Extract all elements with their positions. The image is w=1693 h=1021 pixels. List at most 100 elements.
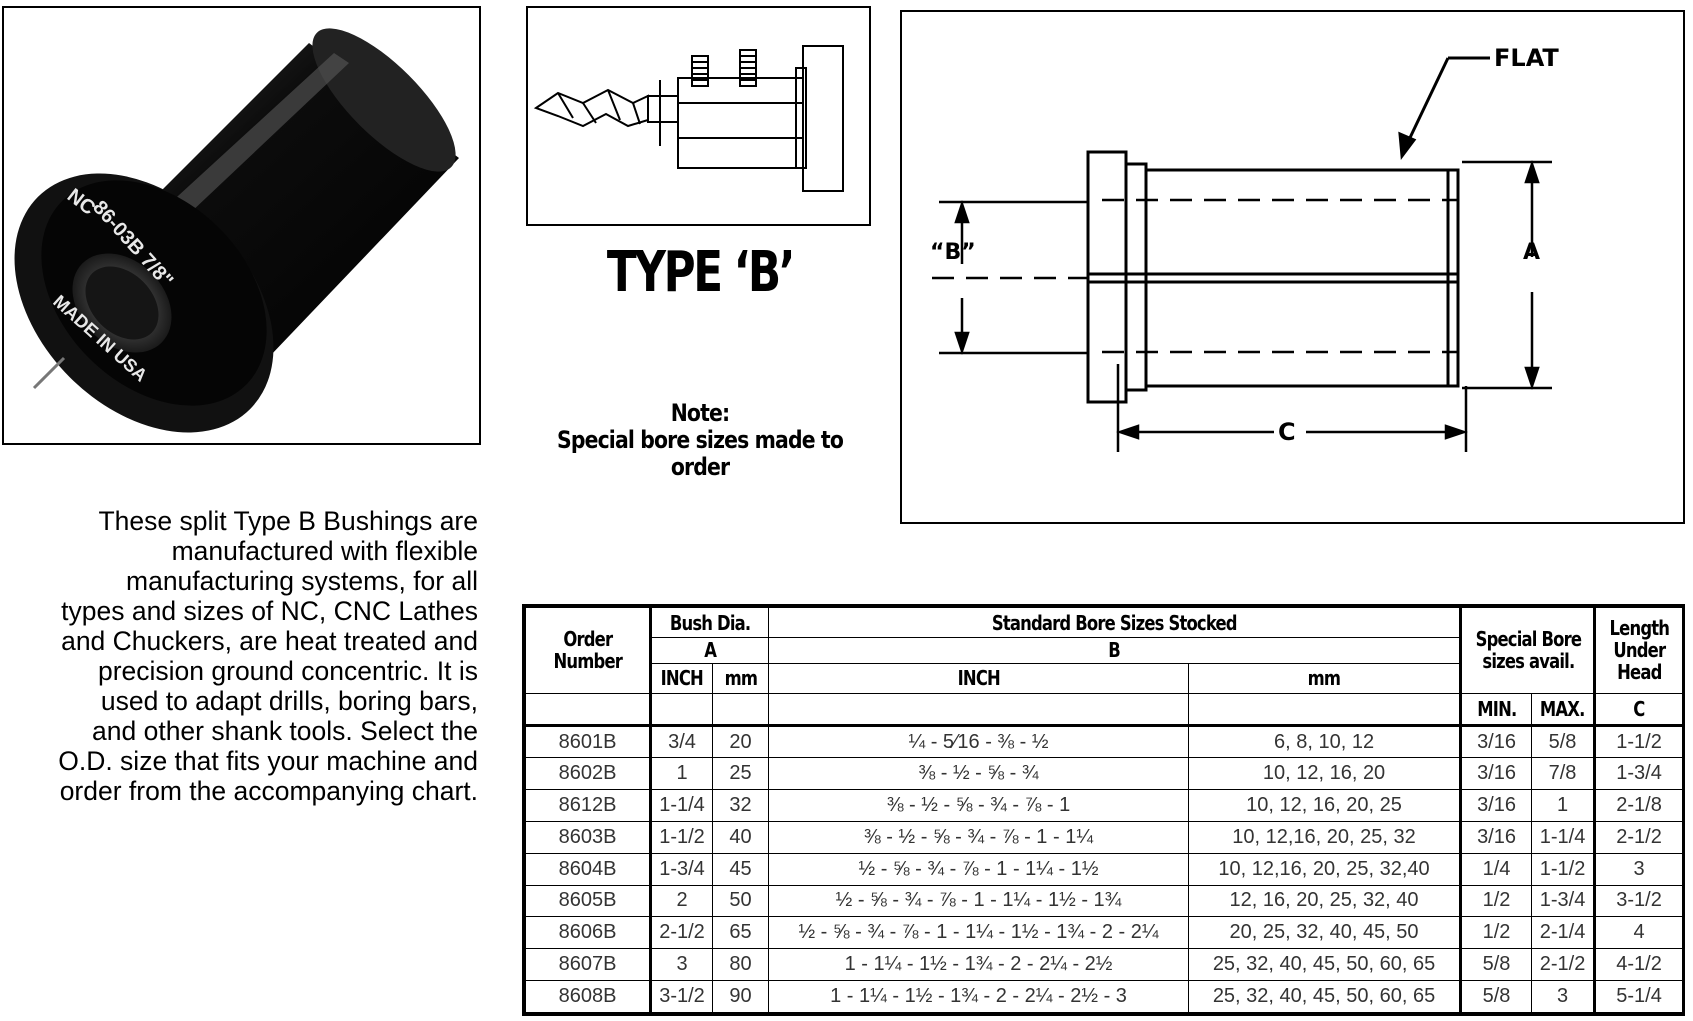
header-bore-mm: mm <box>1188 662 1462 694</box>
label-b: “B” <box>930 240 976 265</box>
cell-length-c: 5-1/4 <box>1593 980 1684 1013</box>
note-heading: Note: <box>670 399 730 427</box>
cell-bush-mm: 25 <box>711 757 770 790</box>
cell-bush-mm: 45 <box>711 852 770 886</box>
cell-length-c: 3-1/2 <box>1593 884 1684 918</box>
cell-special-min: 3/16 <box>1459 789 1533 822</box>
cell-bush-inch: 1-1/2 <box>649 820 713 854</box>
cell-special-min: 1/4 <box>1459 852 1533 886</box>
cell-order-number: 8605B <box>525 884 651 918</box>
cell-special-min: 3/16 <box>1459 724 1533 759</box>
cell-length-c: 4-1/2 <box>1593 948 1684 982</box>
cell-bore-mm: 25, 32, 40, 45, 50, 60, 65 <box>1188 948 1462 982</box>
label-c: C <box>1278 418 1296 446</box>
note-line-2: Special bore sizes made to <box>556 426 844 454</box>
header-standard-b: B <box>768 637 1462 664</box>
description-line: and other shank tools. Select the <box>92 716 478 746</box>
cell-bush-inch: 3-1/2 <box>649 980 713 1013</box>
cell-bore-inch: ¼ - 5⁄16 - ⅜ - ½ <box>768 724 1190 759</box>
cell-special-max: 7/8 <box>1531 757 1596 790</box>
cell-length-c: 1-3/4 <box>1593 757 1684 790</box>
cell-bush-mm: 20 <box>711 724 770 759</box>
cell-bush-mm: 65 <box>711 916 770 950</box>
cell-bore-inch: ½ - ⅝ - ¾ - ⅞ - 1 - 1¼ - 1½ <box>768 852 1190 886</box>
cell-length-c: 3 <box>1593 852 1684 886</box>
cell-special-min: 1/2 <box>1459 884 1533 918</box>
description-line: and Chuckers, are heat treated and <box>61 626 478 656</box>
header-standard-bore: Standard Bore Sizes Stocked <box>768 606 1462 639</box>
cell-special-max: 3 <box>1531 980 1596 1013</box>
header-bore-inch: INCH <box>768 662 1190 694</box>
cell-length-c: 2-1/2 <box>1593 820 1684 854</box>
dimension-diagram: FLAT “B” A C <box>900 10 1685 524</box>
cell-order-number: 8612B <box>525 789 651 822</box>
cell-special-max: 1-3/4 <box>1531 884 1596 918</box>
cell-bush-mm: 90 <box>711 980 770 1013</box>
cell-bore-inch: 1 - 1¼ - 1½ - 1¾ - 2 - 2¼ - 2½ <box>768 948 1190 982</box>
cell-bore-inch: ½ - ⅝ - ¾ - ⅞ - 1 - 1¼ - 1½ - 1¾ <box>768 884 1190 918</box>
cell-bore-mm: 10, 12,16, 20, 25, 32 <box>1188 820 1462 854</box>
cell-bore-inch: 1 - 1¼ - 1½ - 1¾ - 2 - 2¼ - 2½ - 3 <box>768 980 1190 1013</box>
note-line-3: order <box>670 453 730 481</box>
header-length-c: C <box>1593 692 1684 727</box>
header-empty <box>525 692 651 727</box>
header-bush-inch: INCH <box>649 662 713 694</box>
header-bush-mm: mm <box>711 662 770 694</box>
cell-bush-inch: 2-1/2 <box>649 916 713 950</box>
description-line: O.D. size that fits your machine and <box>58 746 478 776</box>
cell-bore-mm: 12, 16, 20, 25, 32, 40 <box>1188 884 1462 918</box>
cell-special-min: 1/2 <box>1459 916 1533 950</box>
cell-bush-mm: 80 <box>711 948 770 982</box>
cell-bore-mm: 20, 25, 32, 40, 45, 50 <box>1188 916 1462 950</box>
cell-length-c: 2-1/8 <box>1593 789 1684 822</box>
label-a: A <box>1523 240 1540 265</box>
type-title: TYPE ‘B’ <box>606 240 796 305</box>
cell-order-number: 8604B <box>525 852 651 886</box>
cell-bore-mm: 10, 12, 16, 20, 25 <box>1188 789 1462 822</box>
cell-bush-mm: 32 <box>711 789 770 822</box>
cell-length-c: 4 <box>1593 916 1684 950</box>
cell-bore-inch: ½ - ⅝ - ¾ - ⅞ - 1 - 1¼ - 1½ - 1¾ - 2 - 2… <box>768 916 1190 950</box>
cell-bush-inch: 1-3/4 <box>649 852 713 886</box>
cell-bush-mm: 40 <box>711 820 770 854</box>
header-row: INCH mm INCH mm <box>526 662 1683 694</box>
description-line: These split Type B Bushings are <box>98 506 478 536</box>
description-line: types and sizes of NC, CNC Lathes <box>61 596 478 626</box>
header-empty <box>768 692 1190 727</box>
bushing-dimension-drawing: FLAT “B” A C <box>930 44 1559 452</box>
label-flat: FLAT <box>1494 44 1559 72</box>
cell-special-max: 1-1/2 <box>1531 852 1596 886</box>
note-block: Note: Special bore sizes made to order <box>530 400 870 481</box>
cell-order-number: 8607B <box>525 948 651 982</box>
cell-bush-inch: 2 <box>649 884 713 918</box>
drill-in-bushing-drawing <box>533 45 844 192</box>
cell-special-max: 1 <box>1531 789 1596 822</box>
description-line: manufactured with flexible <box>171 536 478 566</box>
cell-order-number: 8602B <box>525 757 651 790</box>
cell-bore-mm: 6, 8, 10, 12 <box>1188 724 1462 759</box>
product-photo: NC 86-03B 7/8" MADE IN USA <box>2 6 481 445</box>
description: These split Type B Bushings are manufact… <box>8 506 478 806</box>
description-line: used to adapt drills, boring bars, <box>100 686 478 716</box>
description-line: manufacturing systems, for all <box>126 566 478 596</box>
cell-bush-mm: 50 <box>711 884 770 918</box>
cell-bush-inch: 1 <box>649 757 713 790</box>
header-bush-dia: Bush Dia. <box>648 606 770 639</box>
cell-special-max: 1-1/4 <box>1531 820 1596 854</box>
cell-order-number: 8606B <box>525 916 651 950</box>
cell-bush-inch: 3 <box>649 948 713 982</box>
cell-bore-mm: 25, 32, 40, 45, 50, 60, 65 <box>1188 980 1462 1013</box>
bushing-photo-illustration: NC 86-03B 7/8" MADE IN USA <box>14 28 459 433</box>
